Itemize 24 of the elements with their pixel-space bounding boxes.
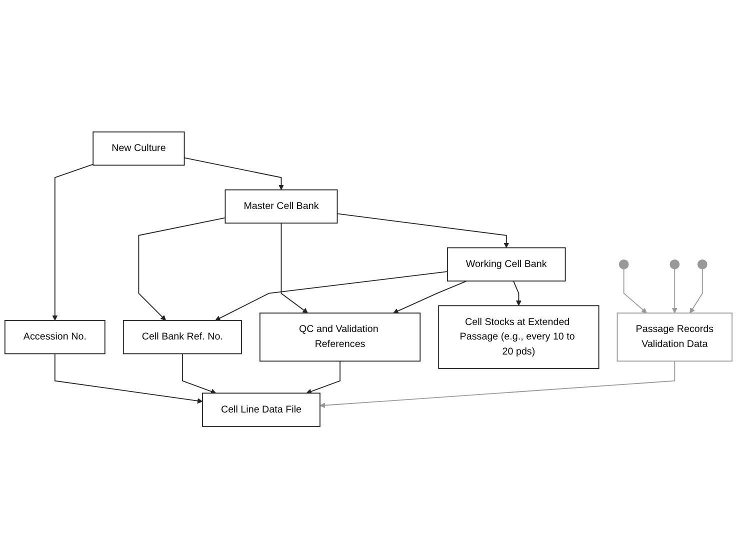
- node-box: New Culture: [92, 131, 185, 166]
- arrow: [52, 164, 94, 321]
- arrow: [336, 213, 510, 248]
- node-box: Passage Records Validation Data: [616, 312, 733, 362]
- node-box: Accession No.: [4, 320, 106, 354]
- node-box: QC and Validation References: [259, 312, 421, 362]
- arrow: [280, 222, 308, 314]
- arrow: [184, 157, 284, 190]
- node-box: Cell Line Data File: [202, 392, 320, 427]
- arrow: [393, 280, 468, 314]
- arrow: [138, 217, 226, 321]
- arrow: [54, 353, 203, 404]
- arrow: [690, 268, 703, 314]
- arrow: [672, 268, 678, 314]
- node-box: Cell Stocks at Extended Passage (e.g., every 10 to 20 pds): [438, 305, 600, 369]
- arrow: [306, 360, 340, 394]
- arrow: [513, 280, 522, 306]
- arrow: [320, 360, 676, 408]
- arrow: [623, 268, 647, 314]
- node-box: Working Cell Bank: [446, 247, 566, 282]
- node-box: Master Cell Bank: [224, 189, 338, 224]
- arrow: [182, 353, 216, 394]
- node-box: Cell Bank Ref. No.: [122, 320, 242, 354]
- arrow: [215, 270, 448, 321]
